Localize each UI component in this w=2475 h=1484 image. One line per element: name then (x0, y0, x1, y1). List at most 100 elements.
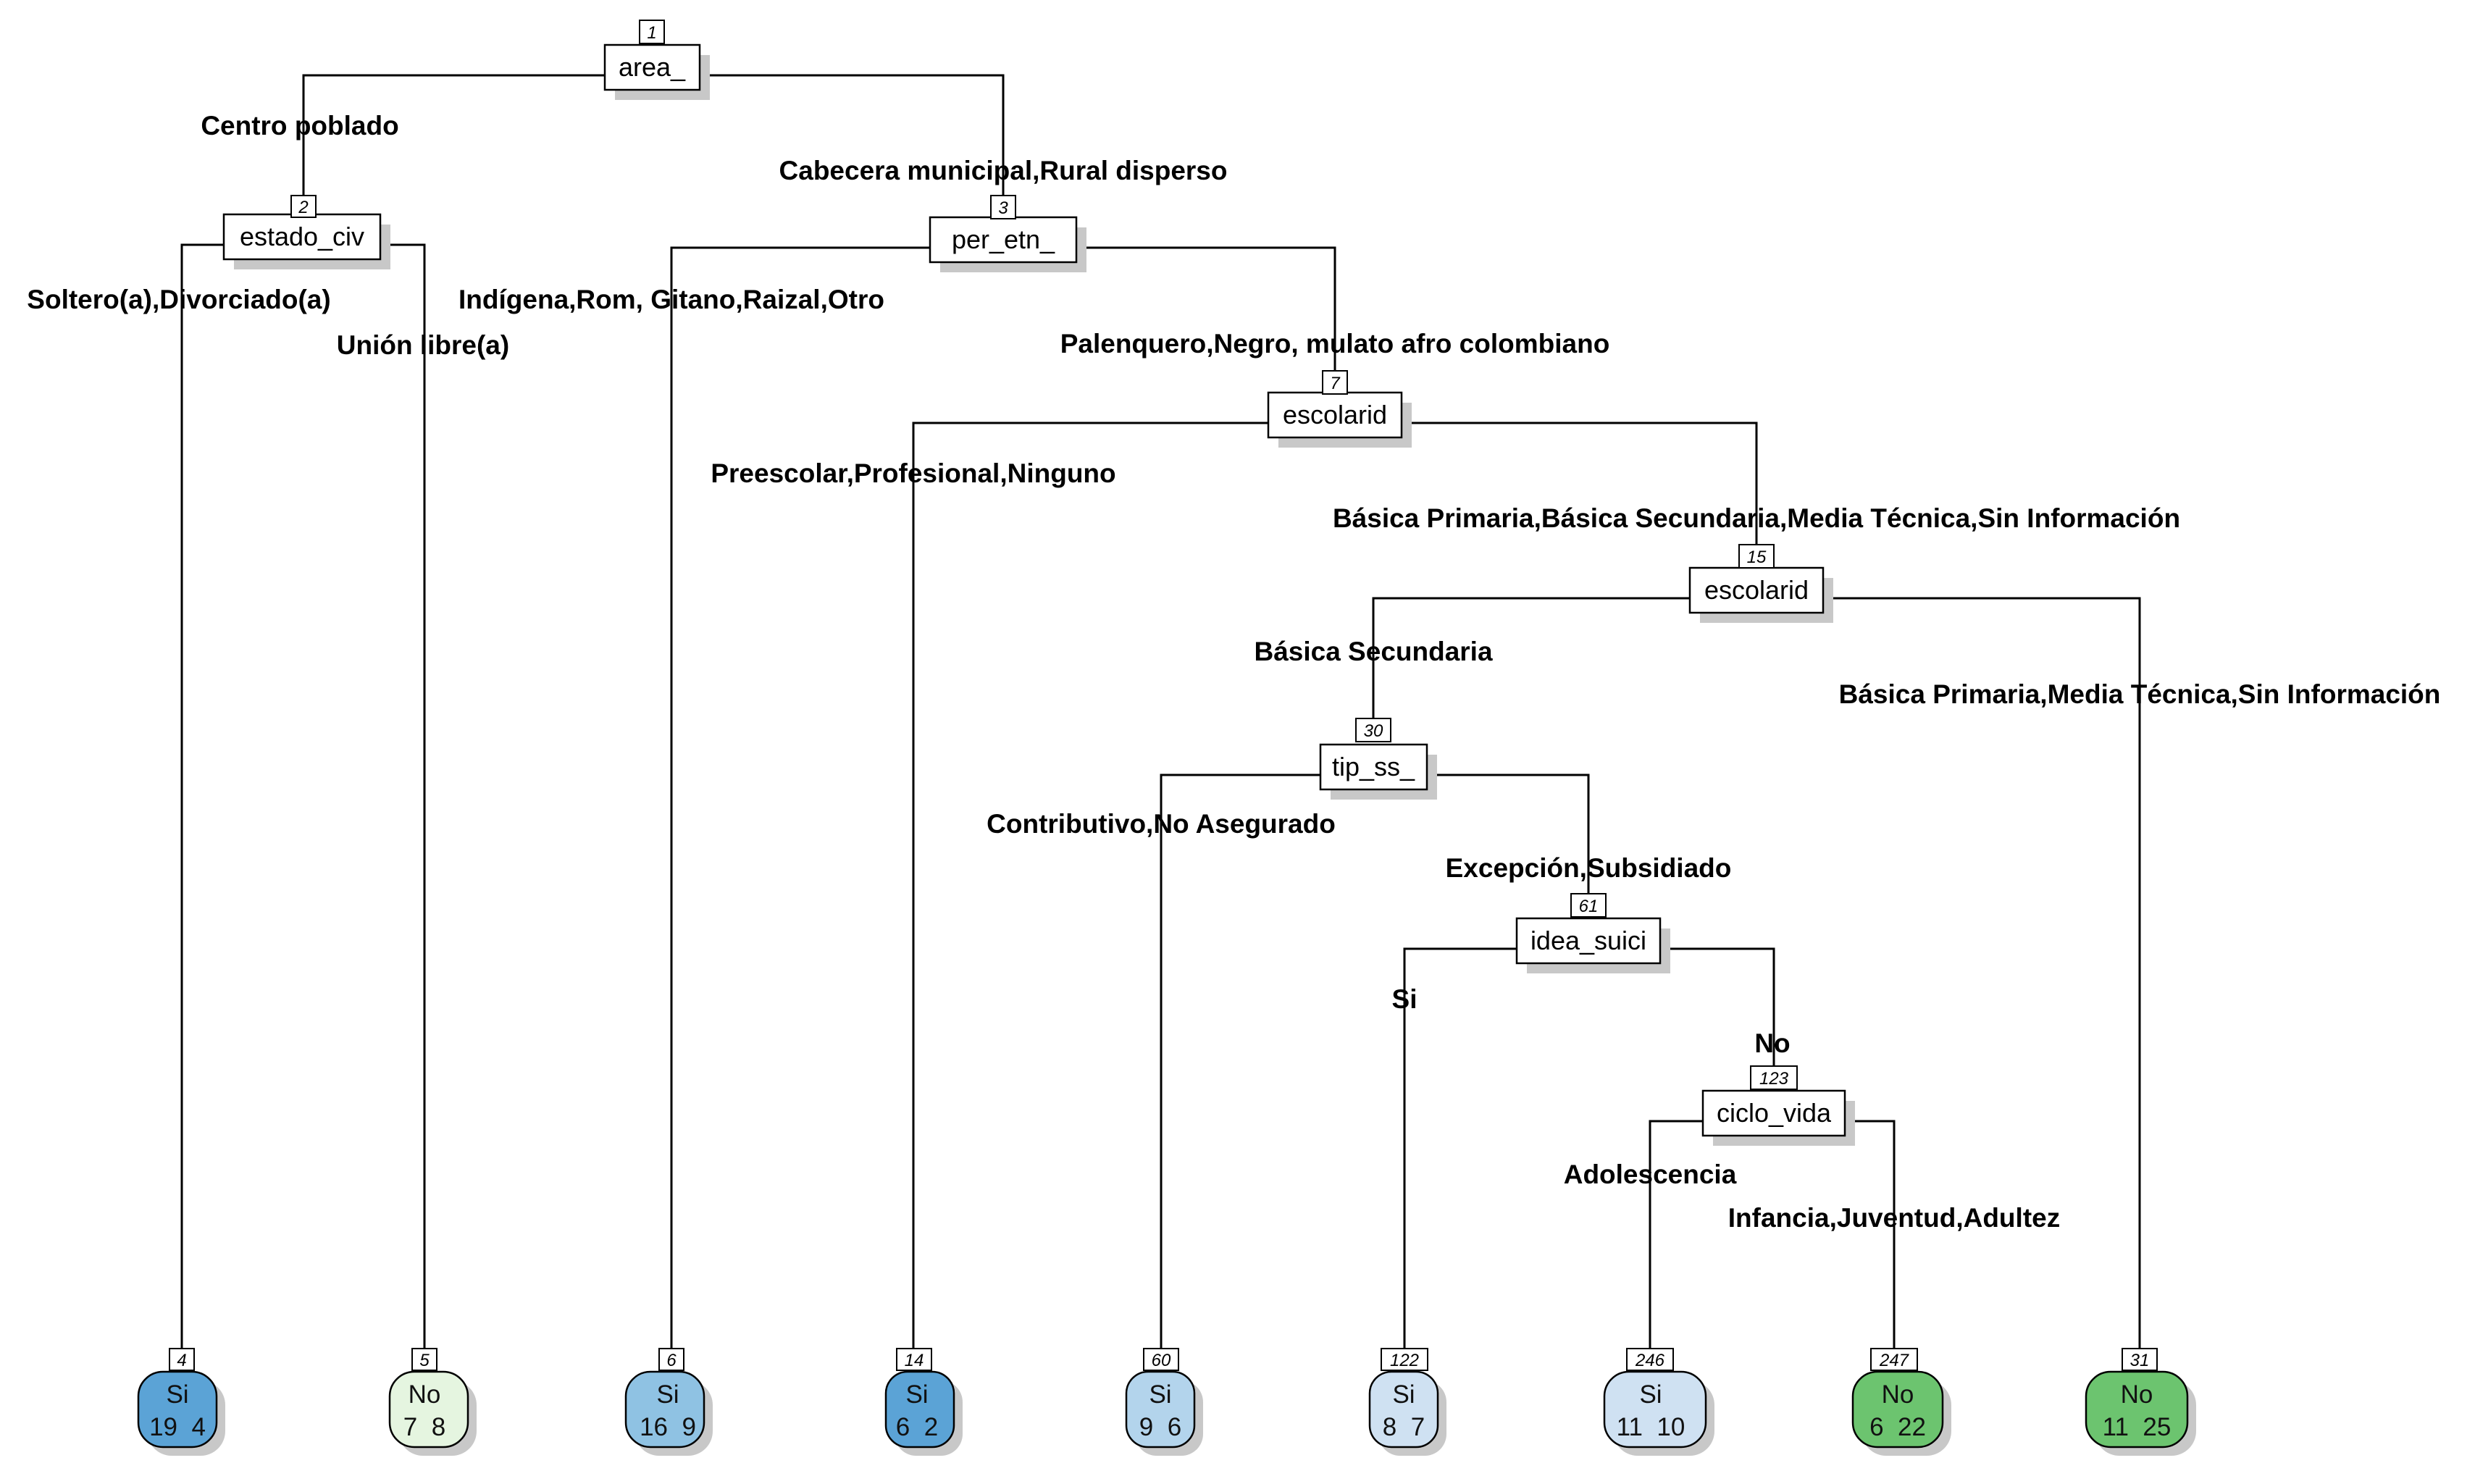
leaf-counts: 9 6 (1139, 1413, 1181, 1441)
split-variable: escolarid (1283, 400, 1387, 429)
edge-123-246 (1649, 1120, 1703, 1354)
leaf-box (2085, 1370, 2189, 1449)
node-id-box (1750, 1065, 1798, 1090)
node-id-box (896, 1348, 932, 1371)
cond-node30-left: Contributivo,No Asegurado (987, 809, 1336, 839)
leaf-counts: 6 2 (896, 1413, 938, 1441)
cond-node15-left: Básica Secundaria (1254, 637, 1492, 666)
edge-15-30 (1372, 597, 1690, 721)
leaf-node-60: 60 Si 9 6 (1125, 1348, 1203, 1456)
leaf-box (1603, 1370, 1707, 1449)
node-id-box (1870, 1348, 1918, 1371)
split-box (222, 213, 382, 261)
cond-node61-left: Si (1392, 984, 1417, 1014)
cond-node15-right: Básica Primaria,Media Técnica,Sin Inform… (1839, 679, 2441, 709)
cond-node3-left: Indígena,Rom, Gitano,Raizal,Otro (458, 285, 884, 314)
node-id: 14 (905, 1351, 924, 1370)
split-box (1701, 1089, 1846, 1137)
node-id-box (1738, 544, 1775, 569)
edge-30-61 (1427, 774, 1590, 898)
leaf-counts: 11 10 (1617, 1413, 1685, 1441)
node-id-box (1626, 1348, 1674, 1371)
split-box (1267, 391, 1403, 439)
split-box (929, 216, 1078, 264)
leaf-box (1368, 1370, 1439, 1449)
edge-1-3 (700, 74, 1005, 198)
node-id-box (1355, 718, 1391, 742)
leaf-node-247: 247 No 6 22 (1851, 1348, 1951, 1456)
node-id: 123 (1759, 1069, 1789, 1089)
leaf-class: No (2121, 1380, 2153, 1409)
edge-7-14 (912, 422, 1268, 1354)
split-variable: idea_suici (1530, 926, 1646, 955)
node-id: 122 (1390, 1351, 1419, 1370)
edge-3-7 (1076, 246, 1336, 374)
leaf-counts: 8 7 (1383, 1413, 1425, 1441)
node-id: 4 (177, 1351, 186, 1370)
tree-edges (180, 74, 2141, 1354)
leaf-counts: 16 9 (640, 1413, 696, 1441)
node-id-box (2122, 1348, 2158, 1371)
split-node-1: area_ 1 (603, 20, 710, 100)
node-id: 2 (298, 198, 308, 217)
split-node-2: estado_civ 2 (222, 195, 390, 269)
cond-node7-right: Básica Primaria,Básica Secundaria,Media … (1333, 503, 2180, 533)
node-id: 246 (1635, 1351, 1665, 1370)
edge-15-31 (1823, 597, 2141, 1354)
split-node-61: idea_suici 61 (1515, 893, 1670, 973)
leaf-box (884, 1370, 955, 1449)
edge-30-60 (1160, 774, 1320, 1354)
cond-node61-right: No (1754, 1028, 1790, 1058)
node-id-box (1570, 893, 1607, 918)
leaf-box (1851, 1370, 1944, 1449)
leaf-node-31: 31 No 11 25 (2085, 1348, 2196, 1456)
node-id-box (169, 1348, 195, 1371)
node-id: 1 (647, 23, 656, 43)
node-id-box (1322, 370, 1348, 395)
split-node-15: escolarid 15 (1688, 544, 1833, 623)
cond-node123-left: Adolescencia (1564, 1160, 1737, 1189)
cond-node1-left: Centro poblado (201, 111, 398, 141)
leaf-class: Si (1639, 1380, 1662, 1409)
split-box (1515, 917, 1662, 965)
node-id-box (411, 1348, 437, 1371)
cond-node7-left: Preescolar,Profesional,Ninguno (711, 458, 1115, 488)
leaf-node-246: 246 Si 11 10 (1603, 1348, 1714, 1456)
node-id-box (658, 1348, 684, 1371)
node-id: 6 (666, 1351, 677, 1370)
cond-node3-right: Palenquero,Negro, mulato afro colombiano (1060, 329, 1610, 359)
node-id: 247 (1879, 1351, 1910, 1370)
leaf-counts: 6 22 (1869, 1413, 1926, 1441)
leaf-class: Si (1149, 1380, 1171, 1409)
edge-7-15 (1402, 422, 1758, 548)
edge-61-122 (1403, 947, 1517, 1354)
node-id: 5 (419, 1351, 430, 1370)
edge-2-4 (180, 243, 224, 1354)
leaf-box (624, 1370, 705, 1449)
leaf-class: No (1882, 1380, 1914, 1409)
split-variable: ciclo_vida (1717, 1098, 1832, 1128)
leaf-counts: 11 25 (2103, 1413, 2172, 1441)
split-node-30: tip_ss_ 30 (1319, 718, 1437, 800)
split-box (1688, 566, 1825, 614)
cond-node2-right: Unión libre(a) (337, 330, 509, 360)
node-id: 31 (2130, 1351, 2150, 1370)
cond-node2-left: Soltero(a),Divorciado(a) (27, 285, 330, 314)
node-id: 3 (998, 198, 1008, 218)
node-id-box (1381, 1348, 1428, 1371)
leaf-node-4: 4 Si 19 4 (137, 1348, 225, 1456)
edge-2-5 (380, 243, 426, 1354)
node-id: 30 (1364, 721, 1383, 741)
leaf-counts: 19 4 (149, 1413, 206, 1441)
node-id: 15 (1747, 548, 1767, 567)
leaf-box (137, 1370, 218, 1449)
leaf-class: No (409, 1380, 441, 1409)
node-id-box (1143, 1348, 1179, 1371)
node-id: 7 (1330, 374, 1341, 393)
node-id: 60 (1152, 1351, 1171, 1370)
leaf-node-6: 6 Si 16 9 (624, 1348, 713, 1456)
cond-node123-right: Infancia,Juventud,Adultez (1728, 1203, 2060, 1233)
split-box (603, 43, 701, 91)
split-node-7: escolarid 7 (1267, 370, 1412, 448)
